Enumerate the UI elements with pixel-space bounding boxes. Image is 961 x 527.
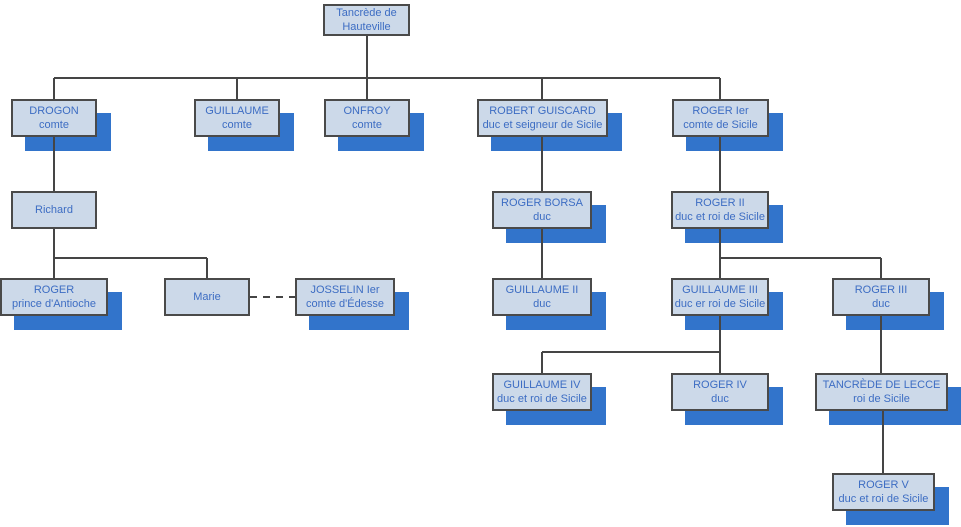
node-name: ROGER BORSA — [501, 197, 583, 209]
node-guillaume-2: GUILLAUME II duc — [492, 278, 592, 316]
node-roger-4: ROGER IV duc — [671, 373, 769, 411]
node-onfroy: ONFROY comte — [324, 99, 410, 137]
node-name: GUILLAUME IV — [503, 379, 581, 391]
node-guillaume-4: GUILLAUME IV duc et roi de Sicile — [492, 373, 592, 411]
node-name: ROGER V — [858, 479, 909, 491]
node-name: DROGON — [29, 105, 79, 117]
node-title: comte — [352, 119, 382, 131]
node-name: ONFROY — [343, 105, 391, 117]
node-robert-guiscard: ROBERT GUISCARD duc et seigneur de Sicile — [477, 99, 608, 137]
node-tancrede-de-hauteville: Tancrède de Hauteville — [323, 4, 410, 36]
node-roger-5: ROGER V duc et roi de Sicile — [832, 473, 935, 511]
node-title: duc — [711, 393, 729, 405]
node-name: GUILLAUME — [205, 105, 269, 117]
node-title: comte — [222, 119, 252, 131]
node-title: duc — [533, 211, 551, 223]
node-title: duc et roi de Sicile — [497, 393, 587, 405]
node-name: ROGER Ier — [692, 105, 749, 117]
node-title: duc — [533, 298, 551, 310]
node-guillaume-3: GUILLAUME III duc er roi de Sicile — [671, 278, 769, 316]
node-name: GUILLAUME III — [682, 284, 758, 296]
node-richard: Richard — [11, 191, 97, 229]
node-name: JOSSELIN Ier — [310, 284, 380, 296]
node-roger-borsa: ROGER BORSA duc — [492, 191, 592, 229]
node-title: comte — [39, 119, 69, 131]
node-name: Richard — [35, 204, 73, 216]
node-guillaume: GUILLAUME comte — [194, 99, 280, 137]
node-title: duc — [872, 298, 890, 310]
node-drogon: DROGON comte — [11, 99, 97, 137]
node-marie: Marie — [164, 278, 250, 316]
node-roger-3: ROGER III duc — [832, 278, 930, 316]
node-name: Tancrède de Hauteville — [336, 7, 397, 33]
node-name: ROGER III — [854, 284, 908, 296]
node-name: ROGER — [33, 284, 75, 296]
node-title: roi de Sicile — [853, 393, 910, 405]
node-title: duc et seigneur de Sicile — [482, 119, 603, 131]
node-name: ROGER IV — [693, 379, 747, 391]
node-roger-antioche: ROGER prince d'Antioche — [0, 278, 108, 316]
node-name: ROGER II — [695, 197, 745, 209]
node-name: Marie — [193, 291, 221, 303]
node-tancrede-de-lecce: TANCRÈDE DE LECCE roi de Sicile — [815, 373, 948, 411]
node-title: comte d'Édesse — [306, 298, 384, 310]
node-title: comte de Sicile — [683, 119, 758, 131]
node-name: GUILLAUME II — [505, 284, 579, 296]
node-roger-1er: ROGER Ier comte de Sicile — [672, 99, 769, 137]
node-josselin-1er: JOSSELIN Ier comte d'Édesse — [295, 278, 395, 316]
node-name: TANCRÈDE DE LECCE — [822, 379, 941, 391]
node-name: ROBERT GUISCARD — [489, 105, 596, 117]
node-roger-2: ROGER II duc et roi de Sicile — [671, 191, 769, 229]
node-title: duc et roi de Sicile — [838, 493, 929, 505]
node-title: duc et roi de Sicile — [675, 211, 765, 223]
node-title: prince d'Antioche — [11, 298, 97, 310]
node-title: duc er roi de Sicile — [674, 298, 766, 310]
